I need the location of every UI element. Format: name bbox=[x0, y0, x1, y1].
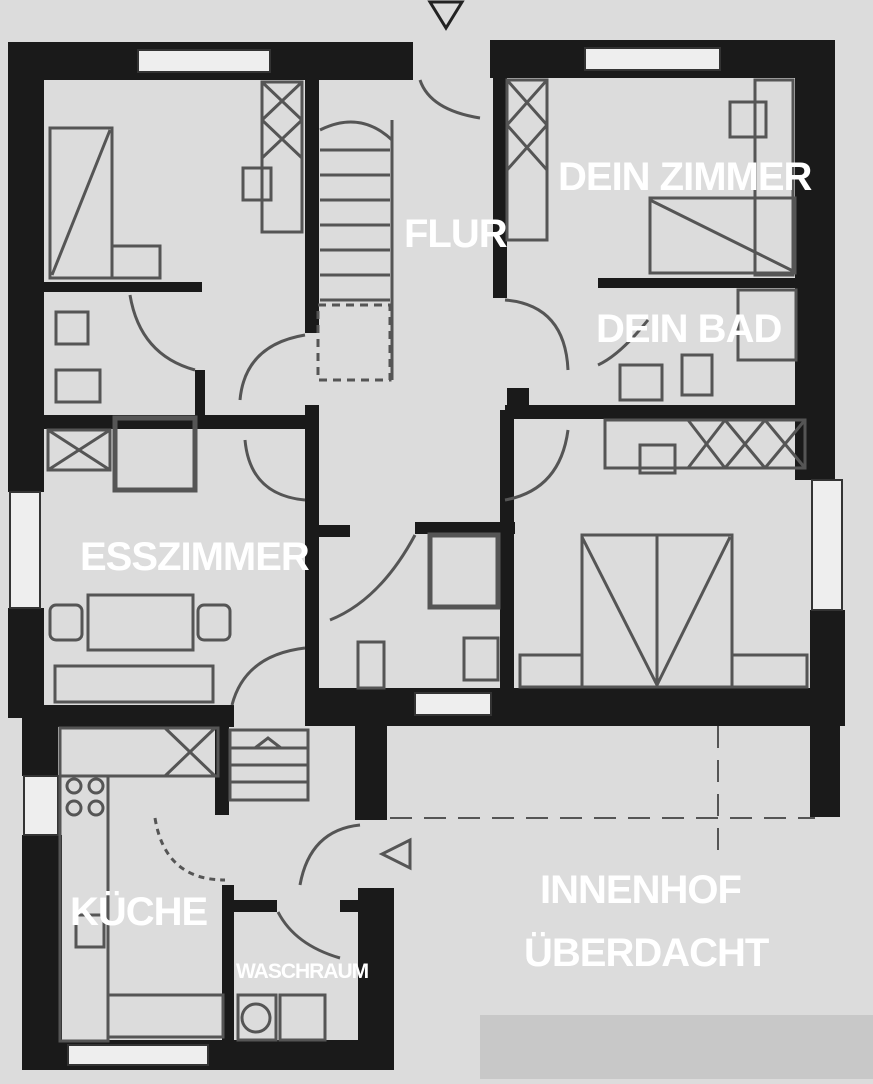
wall-left-kitchen-upper bbox=[22, 718, 58, 776]
wc-basin-left bbox=[54, 310, 90, 346]
wall-esszimmer-top bbox=[44, 415, 314, 429]
nightstand-left-room bbox=[110, 244, 162, 280]
porch-pillar bbox=[355, 725, 387, 820]
dining-chair-left bbox=[48, 603, 84, 642]
wall-waschraum-left bbox=[222, 885, 234, 1045]
wall-right-porch bbox=[810, 725, 840, 817]
washing-machine bbox=[236, 993, 278, 1042]
staircase-lower bbox=[228, 728, 310, 802]
kitchen-counter-bottom bbox=[106, 993, 225, 1039]
flur-wc-toilet bbox=[462, 636, 500, 682]
cabinet-esszimmer bbox=[46, 428, 112, 472]
wall-bath-bottom bbox=[505, 405, 805, 419]
window-right bbox=[811, 479, 843, 611]
door-arc-esszimmer bbox=[230, 646, 306, 706]
door-arc-flur-right-upper bbox=[504, 298, 570, 371]
nightstand-bed-left bbox=[518, 653, 584, 689]
wc-toilet-left bbox=[54, 368, 102, 404]
wall-flur-niche bbox=[310, 525, 350, 537]
porch-entrance-arrow-icon bbox=[378, 837, 412, 871]
wall-flur-wc-top bbox=[415, 522, 515, 534]
furniture bbox=[46, 78, 815, 1043]
wall-left-middle bbox=[8, 608, 44, 718]
wall-left-room-divider bbox=[44, 282, 202, 292]
wall-waschraum-right bbox=[358, 888, 394, 1068]
pillar-flur-right bbox=[507, 388, 529, 414]
wall-left-upper bbox=[8, 42, 44, 492]
nightstand-bed-right bbox=[730, 653, 809, 689]
label-ueberdacht: ÜBERDACHT bbox=[524, 930, 769, 975]
bed-left-room-diagonal bbox=[50, 129, 112, 276]
bed-left-room bbox=[48, 126, 114, 280]
wall-flur-right-lower bbox=[500, 410, 514, 700]
wall-left-kitchen-lower bbox=[22, 835, 62, 1065]
door-arc-entrance bbox=[418, 79, 481, 120]
stove-burner-2 bbox=[87, 777, 105, 795]
walls bbox=[8, 40, 845, 1070]
label-dein-zimmer: DEIN ZIMMER bbox=[558, 155, 813, 199]
wall-bath-top bbox=[598, 278, 798, 288]
wall-bottom-center bbox=[305, 688, 845, 726]
stove-burner-4 bbox=[87, 799, 105, 817]
wall-flur-left-lower bbox=[305, 405, 319, 705]
bed-dein-zimmer bbox=[648, 196, 797, 275]
kitchen-counter-left bbox=[58, 774, 110, 1043]
wardrobe-dein-zimmer bbox=[505, 78, 549, 242]
chair-bedroom bbox=[638, 443, 677, 475]
stove-burner-1 bbox=[65, 777, 83, 795]
chimney bbox=[112, 415, 198, 493]
desk-dein-zimmer bbox=[753, 78, 795, 277]
door-arc-flur-right-lower bbox=[504, 429, 570, 502]
dining-table bbox=[86, 593, 195, 652]
shower-dein-bad bbox=[736, 288, 798, 362]
kitchen-counter-top bbox=[58, 726, 220, 778]
window-top-left bbox=[137, 49, 271, 73]
label-esszimmer: ESSZIMMER bbox=[80, 535, 310, 579]
wardrobe-bedroom bbox=[603, 418, 807, 470]
label-dein-bad: DEIN BAD bbox=[596, 307, 781, 351]
wall-flur-right bbox=[493, 78, 507, 298]
staircase-landing bbox=[316, 303, 392, 382]
door-arc-waschraum bbox=[276, 911, 341, 960]
washing-machine-drum bbox=[240, 1002, 272, 1034]
flur-wc-cabinet bbox=[427, 532, 501, 610]
wall-wc-right bbox=[195, 370, 205, 415]
label-innenhof: INNENHOF bbox=[540, 868, 741, 912]
label-waschraum: WASCHRAUM bbox=[236, 960, 369, 983]
dining-chair-right bbox=[196, 603, 232, 642]
windows bbox=[9, 47, 843, 1066]
door-arc-kueche bbox=[153, 817, 226, 882]
label-kueche: KÜCHE bbox=[70, 889, 208, 934]
window-left bbox=[9, 491, 41, 609]
photo-edge-shadow bbox=[480, 1015, 873, 1079]
window-bottom-center bbox=[414, 692, 492, 716]
door-arc-flur-left-lower bbox=[243, 439, 306, 502]
staircase-upper bbox=[316, 120, 394, 382]
window-kitchen bbox=[23, 775, 59, 836]
dryer bbox=[278, 993, 327, 1042]
wall-waschraum-top bbox=[222, 900, 277, 912]
door-arc-porch bbox=[298, 823, 361, 886]
toilet-dein-bad bbox=[680, 353, 714, 397]
entrance-arrow-icon bbox=[427, 0, 465, 31]
stove-burner-3 bbox=[65, 799, 83, 817]
label-flur: FLUR bbox=[404, 212, 508, 256]
door-arc-left-wc bbox=[128, 294, 196, 372]
door-arc-dein-bad bbox=[597, 319, 650, 367]
basin-dein-bad bbox=[618, 363, 664, 402]
wall-waschraum-top-right bbox=[340, 900, 365, 912]
door-arc-flur-wc bbox=[329, 534, 417, 622]
wall-stair-left bbox=[305, 78, 319, 333]
window-kitchen-bottom bbox=[67, 1044, 209, 1066]
window-top-right bbox=[584, 47, 721, 71]
kitchen-sink bbox=[74, 913, 106, 949]
flur-wc-basin bbox=[356, 640, 386, 690]
door-arc-flur-left-upper bbox=[238, 333, 306, 401]
wall-kitchen-top bbox=[44, 705, 234, 727]
sideboard-esszimmer bbox=[53, 664, 215, 704]
chair-left-room bbox=[241, 166, 273, 202]
chair-dein-zimmer bbox=[728, 100, 768, 139]
